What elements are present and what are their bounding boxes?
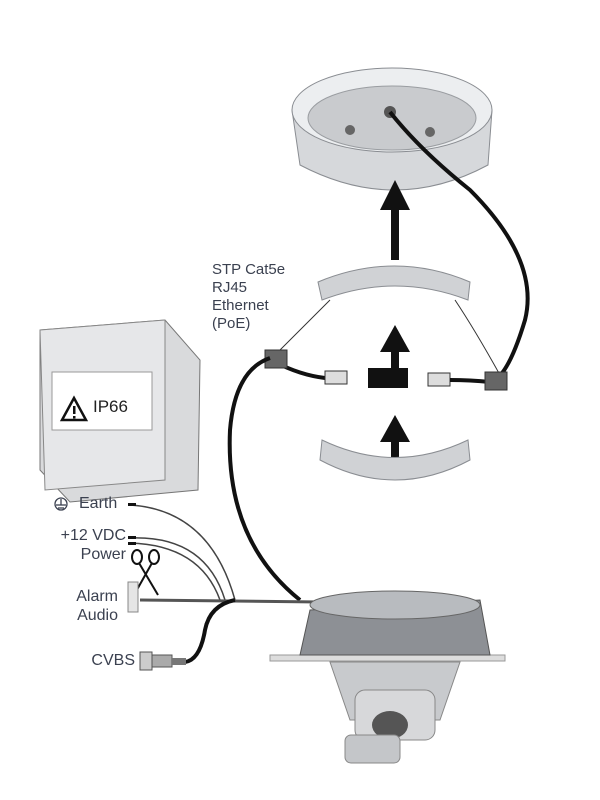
alarm-audio-terminal [127, 581, 139, 613]
earth-ground-icon [54, 497, 68, 511]
cable-label-line-1: STP Cat5e [212, 261, 286, 278]
junction-box [39, 319, 201, 503]
audio-label: Audio [77, 607, 118, 624]
cable-label-line-3: Ethernet [212, 297, 269, 314]
rj45-coupler-assembly [264, 349, 508, 391]
power-label: Power [80, 546, 126, 563]
vdc-label: +12 VDC [60, 527, 126, 544]
ethernet-cable-right [388, 110, 530, 382]
bnc-connector [139, 651, 186, 671]
pigtail-wires [128, 503, 321, 664]
alarm-label: Alarm [76, 588, 118, 605]
cable-label-line-4: (PoE) [212, 315, 251, 332]
cvbs-label: CVBS [91, 652, 135, 669]
earth-label: Earth [79, 495, 118, 512]
surface-mount-box [291, 67, 493, 191]
lower-bracket [319, 439, 471, 481]
dome-camera [269, 590, 506, 764]
cable-label-line-2: RJ45 [212, 279, 248, 296]
upper-bracket [317, 265, 471, 301]
ip66-label: IP66 [93, 397, 128, 416]
assembly-arrows [380, 180, 410, 465]
ethernet-cable-left [227, 356, 302, 602]
